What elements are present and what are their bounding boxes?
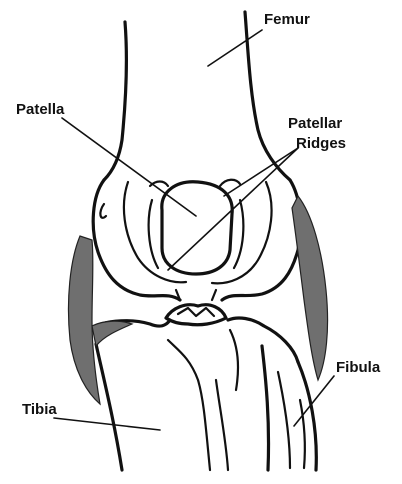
label-fibula: Fibula bbox=[336, 359, 381, 376]
leader-patella bbox=[62, 118, 196, 216]
patella-bone bbox=[149, 182, 244, 274]
label-patellar-ridges-line1: Patellar bbox=[288, 115, 342, 132]
label-femur: Femur bbox=[264, 11, 310, 28]
label-patella: Patella bbox=[16, 101, 65, 118]
ligaments bbox=[68, 196, 327, 404]
label-tibia: Tibia bbox=[22, 401, 57, 418]
joint-shading-left bbox=[92, 321, 132, 346]
leader-ridges-2 bbox=[224, 148, 298, 196]
leader-tibia bbox=[54, 418, 160, 430]
label-patellar-ridges-line2: Ridges bbox=[296, 135, 346, 152]
femur-bone bbox=[104, 12, 290, 180]
femoral-condyles bbox=[93, 180, 301, 300]
joint-meniscus bbox=[166, 290, 226, 325]
leader-femur bbox=[208, 30, 262, 66]
medial-ligament bbox=[68, 236, 100, 404]
lateral-ligament bbox=[292, 196, 328, 380]
